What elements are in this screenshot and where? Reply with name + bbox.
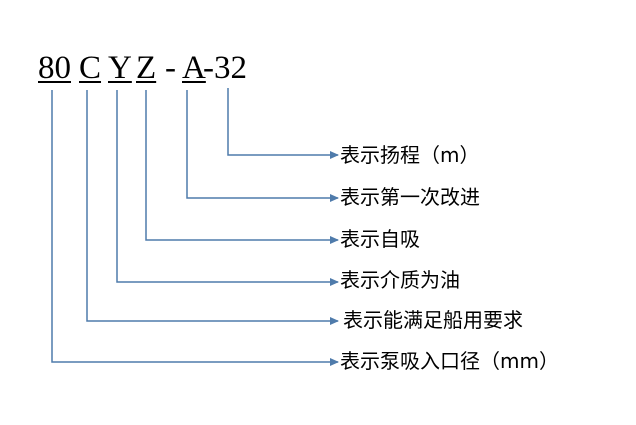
label-medium: 表示介质为油: [340, 268, 460, 292]
label-marine: 表示能满足船用要求: [343, 308, 523, 332]
connector-inlet-diameter: [51, 90, 339, 366]
label-modification: 表示第一次改进: [340, 185, 480, 209]
code-modification: A: [182, 50, 206, 86]
label-head: 表示扬程（m）: [340, 143, 480, 167]
code-dash: -: [165, 50, 176, 86]
connector-modification: [186, 90, 339, 202]
code-medium: Y: [108, 50, 132, 86]
label-self-priming: 表示自吸: [340, 227, 420, 251]
code-marine: C: [79, 50, 102, 86]
code-head: -32: [203, 50, 247, 86]
connector-head: [227, 88, 339, 159]
connector-marine: [86, 90, 339, 325]
code-inlet-diameter: 80: [38, 50, 71, 86]
connector-self-priming: [145, 90, 339, 244]
connector-medium: [116, 90, 339, 286]
code-self-priming: Z: [136, 50, 157, 86]
label-inlet-diameter: 表示泵吸入口径（mm）: [340, 349, 559, 373]
